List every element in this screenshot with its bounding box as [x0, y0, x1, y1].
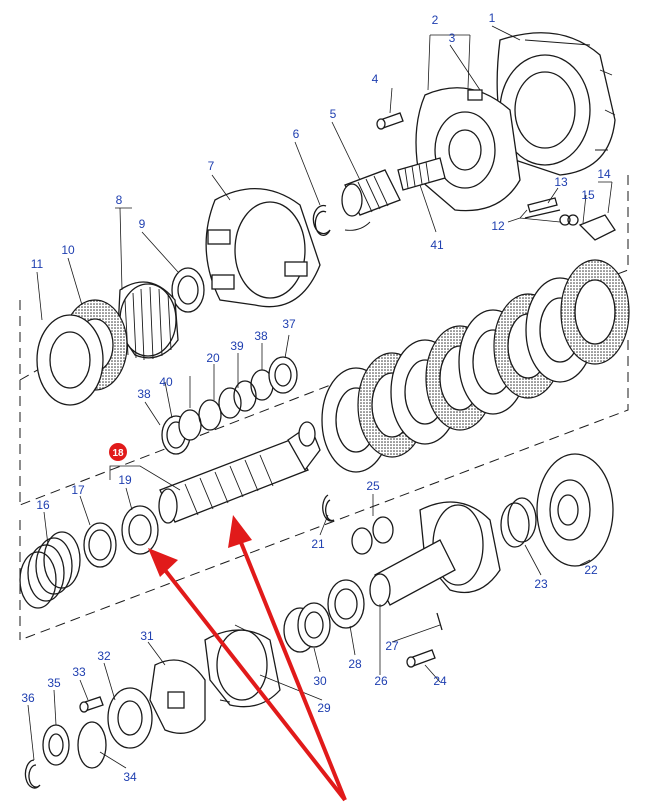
label-29: 29 [317, 701, 331, 715]
label-3: 3 [449, 31, 456, 45]
label-5: 5 [330, 107, 337, 121]
carrier-plate-part-2 [415, 87, 521, 212]
label-35: 35 [47, 676, 61, 690]
drum-part-7 [205, 188, 321, 308]
arrow-to-part-19 [163, 568, 347, 802]
label-36: 36 [21, 691, 35, 705]
spacer-part-17 [83, 522, 117, 568]
label-8: 8 [116, 193, 123, 207]
label-23: 23 [534, 577, 548, 591]
label-32: 32 [97, 649, 111, 663]
washers-part-25 [351, 516, 394, 555]
steel-disc-part-11 [36, 314, 104, 406]
label-9: 9 [139, 217, 146, 231]
ring-gear-part-31 [149, 659, 206, 734]
label-19: 19 [118, 473, 132, 487]
label-25: 25 [366, 479, 380, 493]
arrowhead-part-18 [228, 515, 252, 548]
flange-shaft-part-26 [369, 501, 501, 607]
bearing-part-28 [327, 579, 365, 629]
label-18: 18 [112, 448, 124, 459]
label-6: 6 [293, 127, 300, 141]
label-10: 10 [61, 243, 75, 257]
label-33: 33 [72, 665, 86, 679]
bolt-part-24 [406, 649, 436, 668]
label-26: 26 [374, 674, 388, 688]
cover-part-22 [536, 453, 614, 567]
bushing-part-30 [283, 602, 331, 653]
snap-ring-part-36 [24, 759, 41, 789]
label-20: 20 [206, 351, 220, 365]
label-30: 30 [313, 674, 327, 688]
fitting-parts-12-15 [524, 197, 616, 241]
label-2: 2 [432, 13, 439, 27]
part-18-badge: 18 [109, 443, 127, 461]
seal-rings-37-40 [161, 356, 298, 455]
seals-part-23 [500, 497, 537, 548]
label-24: 24 [433, 674, 447, 688]
bearing-part-9 [171, 267, 205, 313]
bearing-part-35 [42, 724, 70, 766]
hub-part-32 [107, 687, 153, 749]
part-18-badge-circle [109, 443, 127, 461]
label-16: 16 [36, 498, 50, 512]
label-34: 34 [123, 770, 137, 784]
snap-ring-part-21 [322, 494, 335, 522]
bearing-part-19 [121, 505, 159, 555]
highlight-arrows [148, 515, 347, 802]
label-4: 4 [372, 72, 379, 86]
part-labels: 1 2 3 4 5 6 7 8 9 10 11 12 13 14 15 16 1… [21, 11, 611, 784]
label-37: 37 [282, 317, 296, 331]
spline-sleeve-part-5 [341, 169, 401, 231]
label-21: 21 [311, 537, 325, 551]
spring-part-16 [19, 531, 81, 609]
label-11: 11 [31, 257, 44, 271]
arrowhead-part-19 [148, 548, 178, 577]
bolt-part-33 [79, 696, 104, 713]
pin-part-27 [436, 612, 443, 631]
label-13: 13 [554, 175, 568, 189]
label-15: 15 [581, 188, 595, 202]
main-shaft-part-18 [158, 421, 321, 524]
label-7: 7 [208, 159, 215, 173]
label-12: 12 [491, 219, 505, 233]
ring-part-34 [77, 721, 107, 769]
label-31: 31 [140, 629, 154, 643]
label-1: 1 [489, 11, 496, 25]
arrow-to-part-18 [238, 539, 347, 801]
bolt-part-4 [376, 112, 404, 130]
leader-lines [27, 25, 613, 769]
label-17: 17 [71, 483, 85, 497]
clutch-pack [321, 259, 630, 473]
snap-ring-part-6 [312, 204, 331, 236]
label-22: 22 [584, 563, 598, 577]
label-38-lower: 38 [137, 387, 151, 401]
label-14: 14 [597, 167, 611, 181]
label-41: 41 [430, 238, 444, 252]
shaft-part-41 [397, 157, 446, 191]
label-39: 39 [230, 339, 244, 353]
label-27: 27 [385, 639, 399, 653]
label-28: 28 [348, 657, 362, 671]
label-38-upper: 38 [254, 329, 268, 343]
label-40: 40 [159, 375, 173, 389]
